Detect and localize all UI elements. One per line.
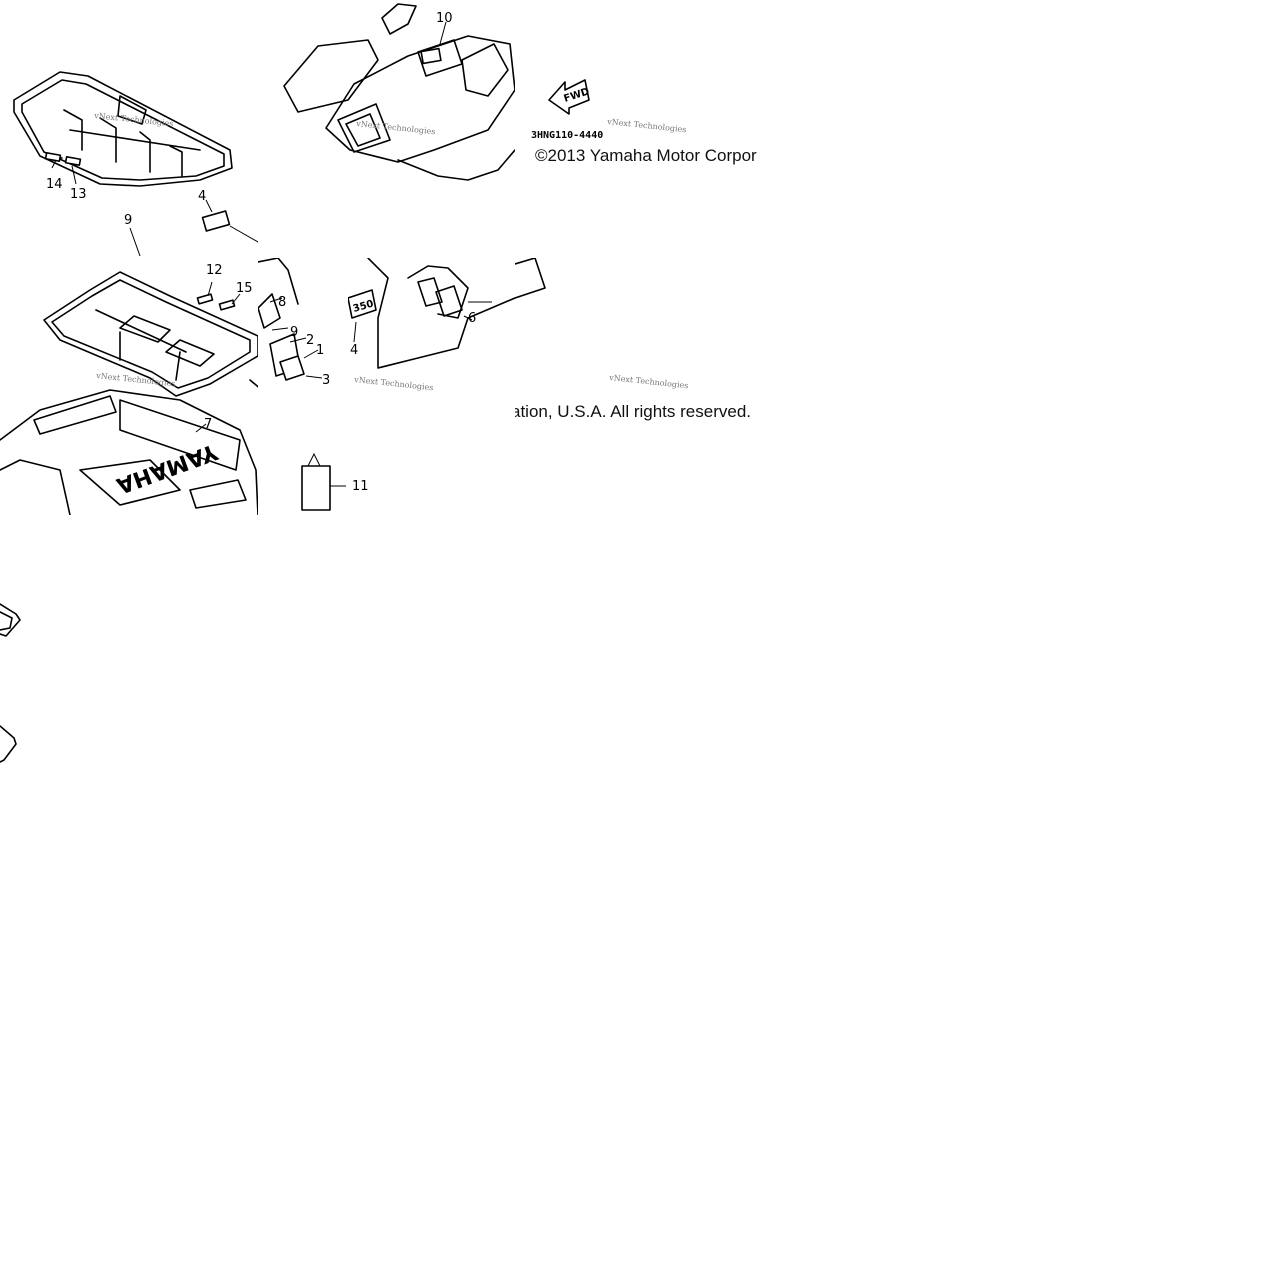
- badge-350-shape: [348, 289, 377, 319]
- label-10-shape: [420, 47, 442, 65]
- diagram-tile-header-right: FWD 3HNG110-4440 vNext Technologies ©201…: [515, 0, 775, 258]
- watermark-3: vNext Technologies: [355, 119, 436, 136]
- callout-10: 10: [436, 11, 453, 26]
- label-1-shape: [279, 355, 305, 381]
- callout-15: 15: [236, 281, 253, 296]
- rear-rack: [43, 271, 258, 397]
- diagram-tile-middle: 8 9 2 1 3: [258, 258, 348, 515]
- fwd-arrow-icon: [548, 79, 590, 115]
- copyright-line-2: ation, U.S.A. All rights reserved.: [515, 402, 751, 421]
- callout-9: 9: [124, 213, 132, 228]
- label-15-shape: [218, 299, 236, 311]
- diagram-tile-racks: YAMAHA 14 13 4 9 12 15 7 vNext Technolog…: [0, 0, 258, 515]
- callout-3: 3: [322, 373, 330, 388]
- right-middle-drawing: 5 vNext Technologies: [515, 258, 689, 390]
- part-code: 3HNG110-4440: [531, 130, 603, 141]
- watermark-4: vNext Technologies: [606, 117, 687, 134]
- callout-14: 14: [46, 177, 63, 192]
- callout-13: 13: [70, 187, 87, 202]
- diagram-tile-right-middle: 5 vNext Technologies ation, U.S.A. All r…: [515, 258, 775, 515]
- diagram-tile-tag: 11: [348, 470, 388, 500]
- watermark-6: vNext Technologies: [608, 373, 689, 390]
- tag-callout: 11: [352, 479, 369, 494]
- label-12-shape: [196, 293, 214, 305]
- watermark-2: vNext Technologies: [95, 371, 176, 388]
- callout-2: 2: [306, 333, 314, 348]
- copyright-line-1: ©2013 Yamaha Motor Corpor: [535, 146, 757, 165]
- callout-9b: 9: [290, 325, 298, 340]
- label-13-shape: [64, 156, 82, 166]
- racks-drawing: YAMAHA 14 13 4 9 12 15 7 vNext Technolog…: [0, 71, 258, 515]
- callout-12: 12: [206, 263, 223, 278]
- callout-6: 6: [468, 311, 476, 326]
- watermark-5: vNext Technologies: [353, 375, 434, 392]
- side-cover-drawing: 350 4 6 vNext Technologies: [348, 258, 515, 392]
- label-4-shape: [201, 210, 231, 232]
- callout-7: 7: [204, 417, 212, 432]
- fwd-drawing: FWD 3HNG110-4440 vNext Technologies: [531, 79, 687, 141]
- callout-11: 11: [352, 479, 369, 494]
- middle-drawing: 8 9 2 1 3: [258, 258, 346, 511]
- rear-fender: YAMAHA: [0, 379, 258, 515]
- front-fender-drawing: 10 vNext Technologies: [283, 3, 515, 181]
- callout-4b: 4: [350, 343, 358, 358]
- diagram-tile-front-fender: 10 vNext Technologies: [258, 0, 515, 258]
- front-rack: [13, 71, 233, 187]
- tag-11-shape: [301, 465, 331, 511]
- fragment-drawing: [0, 603, 21, 763]
- diagram-tile-fragment: [0, 590, 24, 770]
- callout-1: 1: [316, 343, 324, 358]
- diagram-tile-side-cover: 350 4 6 vNext Technologies: [348, 258, 515, 515]
- callout-4: 4: [198, 189, 206, 204]
- callout-8: 8: [278, 295, 286, 310]
- label-14-shape: [44, 152, 62, 162]
